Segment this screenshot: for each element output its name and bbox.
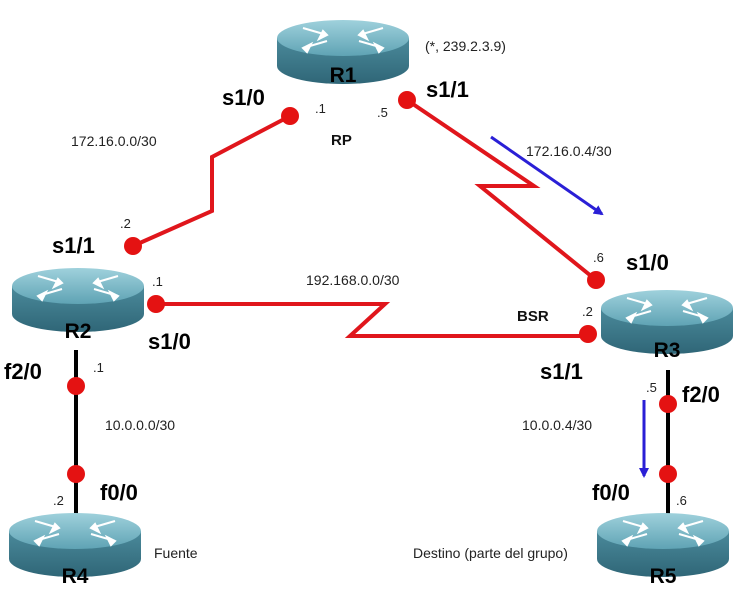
serial-link-r1-r2 xyxy=(132,114,291,248)
dot-r2-f20[interactable] xyxy=(67,377,85,395)
host-r3-s11: .2 xyxy=(582,304,593,319)
dot-r3-s11[interactable] xyxy=(579,325,597,343)
dot-r1-s11[interactable] xyxy=(398,91,416,109)
label-r2-s11: s1/1 xyxy=(52,233,95,258)
host-r2-f20: .1 xyxy=(93,360,104,375)
arrow-r1-to-r3 xyxy=(490,135,604,216)
router-r1-label: R1 xyxy=(330,64,357,87)
router-r2-label: R2 xyxy=(65,320,92,343)
serial-link-r2-r3 xyxy=(156,302,588,338)
router-r3-label: R3 xyxy=(654,339,681,362)
host-r1-s11: .5 xyxy=(377,105,388,120)
host-r2-s11: .2 xyxy=(120,216,131,231)
label-r3-s10: s1/0 xyxy=(626,250,669,275)
dot-r3-s10[interactable] xyxy=(587,271,605,289)
links xyxy=(74,98,670,515)
host-r5-f00: .6 xyxy=(676,493,687,508)
label-r1-s10: s1/0 xyxy=(222,85,265,110)
source-label: Fuente xyxy=(154,545,198,561)
label-r4-f00: f0/0 xyxy=(100,480,138,505)
dot-r1-s10[interactable] xyxy=(281,107,299,125)
router-r4-label: R4 xyxy=(62,565,89,588)
host-r3-s10: .6 xyxy=(593,250,604,265)
dot-r2-s10[interactable] xyxy=(147,295,165,313)
label-r3-f20: f2/0 xyxy=(682,382,720,407)
host-r1-s10: .1 xyxy=(315,101,326,116)
dot-r2-s11[interactable] xyxy=(124,237,142,255)
host-r2-s10: .1 xyxy=(152,274,163,289)
dot-r3-f20[interactable] xyxy=(659,395,677,413)
router-r4[interactable]: R4 xyxy=(8,512,142,588)
network-r2-r3: 192.168.0.0/30 xyxy=(306,272,400,288)
serial-link-r1-r3 xyxy=(405,98,598,282)
interface-dots xyxy=(67,91,677,483)
multicast-group-label: (*, 239.2.3.9) xyxy=(425,38,506,54)
dot-r4-f00[interactable] xyxy=(67,465,85,483)
destination-label: Destino (parte del grupo) xyxy=(413,545,568,561)
host-r4-f00: .2 xyxy=(53,493,64,508)
label-r2-s10: s1/0 xyxy=(148,329,191,354)
label-r1-s11: s1/1 xyxy=(426,77,469,102)
router-r5[interactable]: R5 xyxy=(596,512,730,588)
bsr-label: BSR xyxy=(517,308,549,325)
label-r2-f20: f2/0 xyxy=(4,359,42,384)
network-r1-r2: 172.16.0.0/30 xyxy=(71,133,157,149)
label-r3-s11: s1/1 xyxy=(540,359,583,384)
network-r1-r3: 172.16.0.4/30 xyxy=(526,143,612,159)
rp-label: RP xyxy=(331,132,352,149)
router-r3[interactable]: R3 xyxy=(600,289,734,362)
network-r2-r4: 10.0.0.0/30 xyxy=(105,417,175,433)
dot-r5-f00[interactable] xyxy=(659,465,677,483)
host-r3-f20: .5 xyxy=(646,380,657,395)
router-r1[interactable]: R1 xyxy=(276,19,410,87)
traffic-arrows xyxy=(490,135,649,478)
router-r5-label: R5 xyxy=(650,565,677,588)
network-r3-r5: 10.0.0.4/30 xyxy=(522,417,592,433)
router-r2[interactable]: R2 xyxy=(11,267,145,343)
label-r5-f00: f0/0 xyxy=(592,480,630,505)
